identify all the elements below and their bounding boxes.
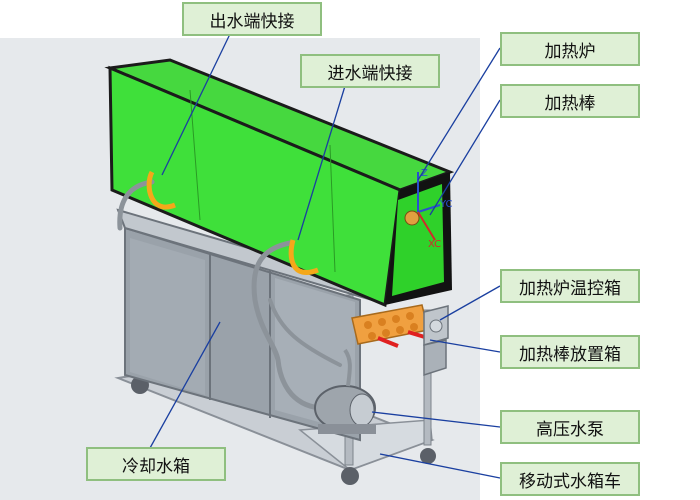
water-inlet-coupling <box>288 239 319 275</box>
water-hoses <box>117 179 342 411</box>
label-heating-furnace: 加热炉 <box>500 32 640 66</box>
water-outlet-coupling <box>146 170 176 210</box>
axis-label-x: XC <box>428 239 441 250</box>
leader-lines <box>149 33 501 479</box>
label-cooling-water-tank: 冷却水箱 <box>86 447 226 481</box>
label-water-outlet-coupling: 出水端快接 <box>182 2 322 36</box>
coordinate-axes: Z YC XC <box>404 168 453 250</box>
rod-storage-box <box>423 339 447 377</box>
wheel-icon <box>420 448 436 464</box>
label-rod-storage-box: 加热棒放置箱 <box>500 335 640 369</box>
axis-label-y: YC <box>439 199 453 210</box>
wheel-icon <box>341 467 359 485</box>
high-pressure-pump <box>314 348 376 434</box>
label-furnace-temp-control-box: 加热炉温控箱 <box>500 269 640 303</box>
label-high-pressure-pump: 高压水泵 <box>500 410 640 444</box>
heating-rod <box>351 304 429 348</box>
axis-label-z: Z <box>421 168 428 179</box>
label-water-inlet-coupling: 进水端快接 <box>300 54 440 88</box>
furnace-temp-control-box <box>423 305 449 346</box>
heating-furnace-body <box>104 58 455 308</box>
label-heating-rod: 加热棒 <box>500 84 640 118</box>
label-mobile-tank-cart: 移动式水箱车 <box>500 462 640 496</box>
